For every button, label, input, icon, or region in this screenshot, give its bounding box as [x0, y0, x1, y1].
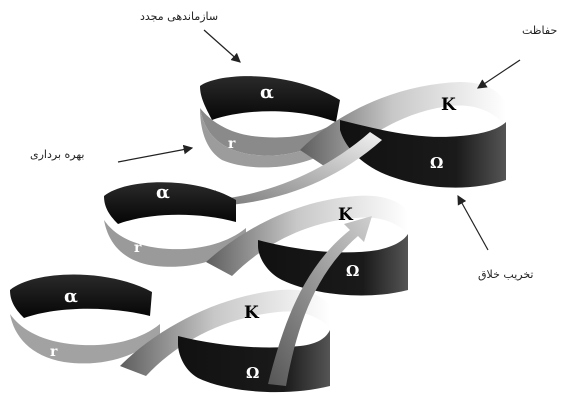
loop-middle-glyphs: α r K Ω — [134, 182, 359, 280]
omega-band-bottom — [178, 330, 330, 393]
r-symbol-middle: r — [134, 240, 142, 256]
r-symbol-bottom: r — [50, 344, 58, 360]
alpha-symbol-top: α — [260, 82, 274, 103]
r-band-bottom — [10, 290, 160, 364]
omega-symbol-bottom: Ω — [246, 364, 259, 382]
omega-symbol-middle: Ω — [346, 262, 359, 280]
label-pointers — [117, 29, 521, 251]
omega-symbol-top: Ω — [430, 154, 443, 172]
loop-top-glyphs: α r K Ω — [228, 82, 457, 172]
k-symbol-middle: K — [338, 205, 354, 225]
label-creative-destruction: تخریب خلاق — [478, 268, 534, 281]
k-band-middle — [206, 195, 408, 276]
omega-band-top — [340, 120, 506, 188]
label-reorganization: سازماندهی مجدد — [140, 10, 219, 23]
pointer-reorganization — [203, 29, 241, 63]
alpha-symbol-middle: α — [156, 182, 170, 203]
loop-bottom-glyphs: α r K Ω — [50, 286, 260, 382]
r-band-top — [200, 86, 336, 156]
r-band-middle — [104, 196, 246, 267]
k-symbol-top: K — [441, 95, 457, 115]
omega-band-middle — [258, 234, 408, 296]
loop-bottom — [10, 216, 372, 393]
k-band-bottom — [120, 289, 330, 376]
alpha-band-top — [200, 76, 340, 122]
loop-middle — [104, 182, 408, 296]
pointer-conservation — [477, 59, 521, 89]
label-exploitation: بهره برداری — [30, 148, 85, 161]
alpha-band-middle — [104, 182, 236, 224]
revolt-arrow — [268, 216, 372, 386]
alpha-symbol-bottom: α — [64, 286, 78, 307]
loop-top — [192, 76, 506, 214]
label-conservation: حفاظت — [522, 24, 558, 37]
r-symbol-top: r — [228, 136, 236, 152]
pointer-exploitation — [117, 144, 194, 163]
pointer-creative-destruction — [457, 194, 489, 251]
k-symbol-bottom: K — [244, 303, 260, 323]
alpha-band-bottom — [10, 274, 152, 318]
